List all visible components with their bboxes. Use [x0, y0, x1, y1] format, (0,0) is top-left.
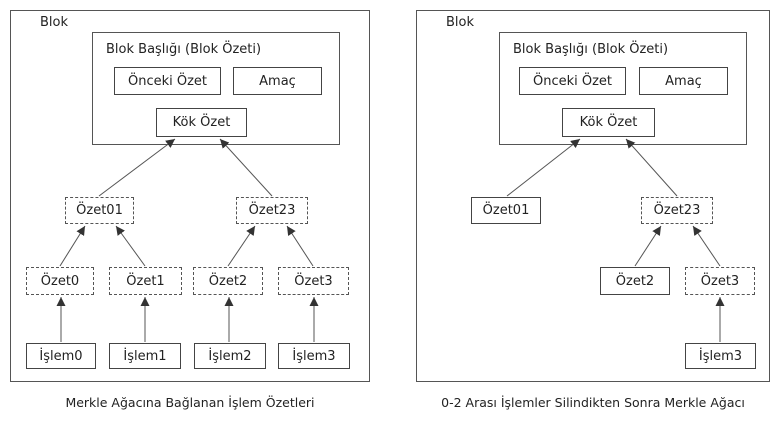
- left-tx1-box: İşlem1: [109, 343, 181, 369]
- left-header-panel: [92, 32, 340, 145]
- left-root-hash-box: Kök Özet: [156, 108, 247, 137]
- left-tx0-box: İşlem0: [26, 343, 96, 369]
- right-hash23-box: Özet23: [641, 197, 713, 224]
- right-nonce-box: Amaç: [639, 67, 728, 95]
- left-prev-hash-box: Önceki Özet: [114, 67, 221, 95]
- right-block-label: Blok: [446, 15, 475, 30]
- left-hash3-box: Özet3: [278, 267, 349, 295]
- right-prev-hash-box: Önceki Özet: [519, 67, 626, 95]
- left-hash01-box: Özet01: [65, 197, 134, 224]
- right-header-label: Blok Başlığı (Blok Özeti): [513, 42, 669, 57]
- left-caption: Merkle Ağacına Bağlanan İşlem Özetleri: [65, 395, 315, 410]
- right-header-panel: [499, 32, 747, 145]
- right-root-hash-box: Kök Özet: [562, 108, 655, 137]
- left-block-label: Blok: [40, 15, 69, 30]
- left-tx3-box: İşlem3: [278, 343, 350, 369]
- left-hash1-box: Özet1: [109, 267, 182, 295]
- left-header-label: Blok Başlığı (Blok Özeti): [106, 42, 262, 57]
- left-hash0-box: Özet0: [26, 267, 94, 295]
- left-tx2-box: İşlem2: [194, 343, 266, 369]
- right-hash01-box: Özet01: [471, 197, 541, 224]
- right-hash2-box: Özet2: [600, 267, 670, 295]
- left-hash23-box: Özet23: [236, 197, 308, 224]
- left-block-panel: [10, 10, 370, 382]
- left-nonce-box: Amaç: [233, 67, 322, 95]
- right-hash3-box: Özet3: [685, 267, 755, 295]
- left-hash2-box: Özet2: [193, 267, 263, 295]
- right-block-panel: [416, 10, 770, 382]
- right-caption: 0-2 Arası İşlemler Silindikten Sonra Mer…: [441, 395, 745, 410]
- right-tx3-box: İşlem3: [685, 343, 756, 369]
